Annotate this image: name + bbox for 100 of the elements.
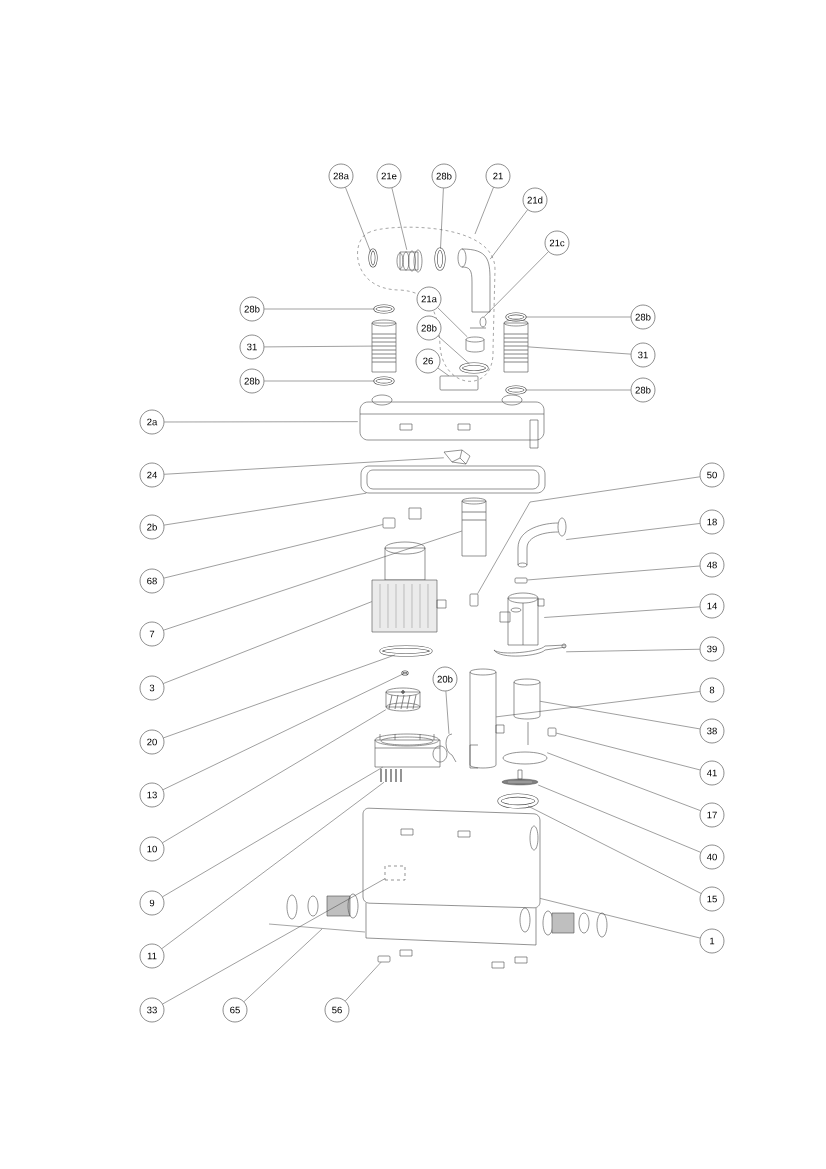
float-drawing: [513, 678, 541, 720]
callout-number: 39: [699, 636, 725, 662]
leader-line: [243, 928, 323, 1002]
pipe-drawing: [461, 497, 487, 557]
plug-drawing: [439, 375, 479, 391]
leader-line: [539, 701, 701, 730]
valve-drawing: [495, 721, 548, 765]
gasket-drawing: [360, 465, 546, 494]
leader-line: [546, 752, 701, 811]
callout-number: 15: [699, 886, 725, 912]
seal-ring-drawing: [373, 304, 395, 314]
callout-number: 31: [239, 334, 265, 360]
leader-line: [525, 389, 631, 391]
seal-ring-drawing: [497, 793, 539, 809]
callout-number: 31: [630, 342, 656, 368]
filter-drawing: [380, 768, 402, 783]
leader-line: [264, 345, 373, 348]
elbow-pipe-drawing: [457, 248, 491, 313]
clip-drawing: [445, 733, 457, 763]
callout-number: 20: [139, 729, 165, 755]
leader-line: [527, 346, 631, 355]
callout-number: 14: [699, 593, 725, 619]
callout-number: 21d: [522, 187, 548, 213]
ribbed-pipe-drawing: [371, 319, 397, 373]
o-ring-drawing: [379, 645, 433, 657]
callout-number: 18: [699, 509, 725, 535]
callout-number: 2b: [139, 514, 165, 540]
callout-number: 3: [139, 675, 165, 701]
flap-drawing: [469, 316, 487, 329]
callout-number: 1: [699, 928, 725, 954]
callout-number: 28b: [239, 368, 265, 394]
leader-line: [163, 530, 463, 631]
callout-number: 21a: [416, 286, 442, 312]
callout-number: 28b: [431, 163, 457, 189]
leader-line: [556, 732, 701, 771]
arm-drawing: [493, 643, 567, 657]
callout-number: 21c: [544, 230, 570, 256]
lid-drawing: [359, 394, 545, 449]
leader-line: [565, 523, 701, 540]
callout-number: 56: [324, 997, 350, 1023]
seal-ring-drawing: [373, 376, 395, 386]
leader-line: [483, 251, 549, 318]
leader-line: [164, 421, 359, 423]
callout-number: 33: [139, 997, 165, 1023]
callout-number: 21e: [376, 163, 402, 189]
leader-line: [264, 380, 375, 382]
leader-line: [391, 187, 408, 251]
callout-number: 28b: [630, 377, 656, 403]
leader-line: [437, 367, 449, 376]
leader-line: [565, 649, 700, 653]
callout-number: 65: [222, 997, 248, 1023]
leader-line: [445, 691, 450, 735]
leader-line: [437, 307, 468, 338]
callout-number: 50: [699, 462, 725, 488]
clip-drawing: [547, 727, 557, 737]
pump-housing-drawing: [374, 733, 448, 768]
leader-line: [162, 766, 383, 897]
coupling-drawing: [396, 249, 423, 273]
leader-line: [264, 308, 375, 310]
bracket-drawing: [443, 449, 471, 465]
leader-line: [527, 565, 700, 581]
callout-number: 24: [139, 462, 165, 488]
pipe-bend-drawing: [517, 517, 567, 568]
disc-drawing: [501, 769, 539, 786]
leader-line: [543, 606, 700, 618]
callout-number: 9: [139, 890, 165, 916]
callout-number: 2a: [139, 409, 165, 435]
callout-number: 26: [415, 348, 441, 374]
callout-number: 28b: [239, 296, 265, 322]
foot-drawing: [377, 955, 391, 963]
pin-drawing: [401, 670, 409, 676]
callout-number: 8: [699, 677, 725, 703]
leader-line: [164, 457, 445, 475]
leader-line: [163, 492, 367, 526]
leader-line: [345, 187, 371, 253]
tank-drawing: [362, 807, 541, 946]
callout-number: 21: [485, 163, 511, 189]
leader-line: [437, 335, 470, 365]
leader-line: [527, 805, 702, 894]
leader-line: [474, 187, 494, 235]
leader-line: [537, 784, 701, 853]
seal-ring-drawing: [459, 362, 489, 374]
callout-number: 7: [139, 621, 165, 647]
callout-number: 13: [139, 782, 165, 808]
leader-line: [161, 781, 385, 949]
seal-ring-drawing: [368, 248, 378, 268]
callout-number: 11: [139, 943, 165, 969]
callout-number: 28b: [630, 304, 656, 330]
leader-line: [477, 476, 701, 594]
ribbed-pipe-drawing: [503, 319, 529, 373]
leader-line: [525, 316, 631, 318]
leader-line: [162, 878, 385, 1005]
impeller-drawing: [385, 687, 421, 712]
valve-seat-drawing: [465, 336, 485, 353]
panel-outline: [384, 865, 406, 881]
seal-ring-drawing: [505, 385, 527, 395]
float-switch-drawing: [499, 592, 545, 646]
leader-line: [163, 654, 396, 739]
callout-number: 38: [699, 718, 725, 744]
leader-line: [162, 673, 403, 790]
